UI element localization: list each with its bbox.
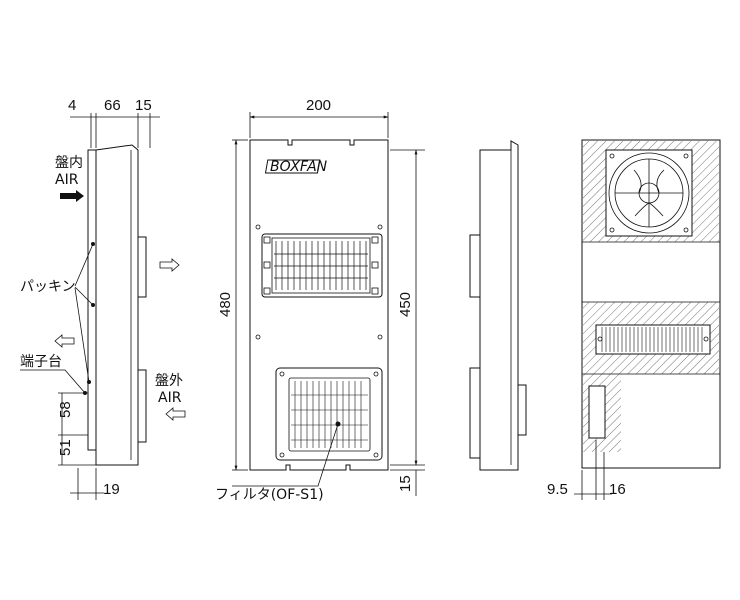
side-gasket-panel: [87, 149, 97, 451]
dim-side-58: 58: [57, 401, 74, 418]
side-vent-upper: [137, 236, 147, 298]
inner-air-arrow-icon: [60, 190, 84, 202]
dim-side-19: 19: [103, 481, 120, 498]
back-view: 9.5 16: [547, 139, 721, 500]
label-packing: パッキン: [20, 279, 76, 295]
radiator: [595, 324, 711, 355]
label-outer-air-2: AIR: [158, 390, 182, 406]
dim-back-9-5: 9.5: [547, 481, 568, 498]
fan-icon: [633, 169, 665, 217]
outer-air-arrow-icon: [165, 407, 186, 421]
rear-side-body: [479, 140, 519, 471]
front-grille-upper: [261, 233, 383, 298]
rear-side-vent-lower: [469, 367, 481, 459]
rear-side-terminal: [517, 384, 527, 436]
terminal-box: [588, 385, 606, 439]
rear-side-view: [469, 140, 527, 471]
dim-front-480: 480: [217, 292, 234, 317]
filter-unit: [275, 367, 383, 461]
dim-side-51: 51: [57, 439, 74, 456]
right-air-arrow-icon: [159, 258, 180, 272]
side-body: [95, 144, 139, 466]
dim-side-4: 4: [68, 97, 76, 114]
dim-side-15: 15: [135, 97, 152, 114]
front-view: BOXFAN: [215, 97, 425, 503]
dim-back-16: 16: [609, 481, 626, 498]
side-view: 4 66 15 58 51 19 盤内 AIR パッキン 端子台 盤外 AIR: [20, 97, 186, 500]
label-outer-air-1: 盤外: [155, 373, 183, 389]
dim-front-200: 200: [306, 97, 331, 114]
left-air-arrow-icon: [54, 334, 75, 348]
side-vent-lower: [137, 369, 147, 443]
dim-front-450: 450: [397, 292, 414, 317]
label-filter: フィルタ(OF-S1): [215, 487, 324, 503]
rear-side-vent-upper: [469, 234, 481, 298]
label-inner-air-2: AIR: [55, 172, 79, 188]
dim-front-15: 15: [397, 475, 414, 492]
brand-plate: [264, 159, 321, 174]
label-terminal-block: 端子台: [20, 354, 62, 370]
dim-side-66: 66: [104, 97, 121, 114]
brand-plate-text: BOXFAN: [270, 159, 328, 175]
label-inner-air-1: 盤内: [55, 155, 83, 171]
